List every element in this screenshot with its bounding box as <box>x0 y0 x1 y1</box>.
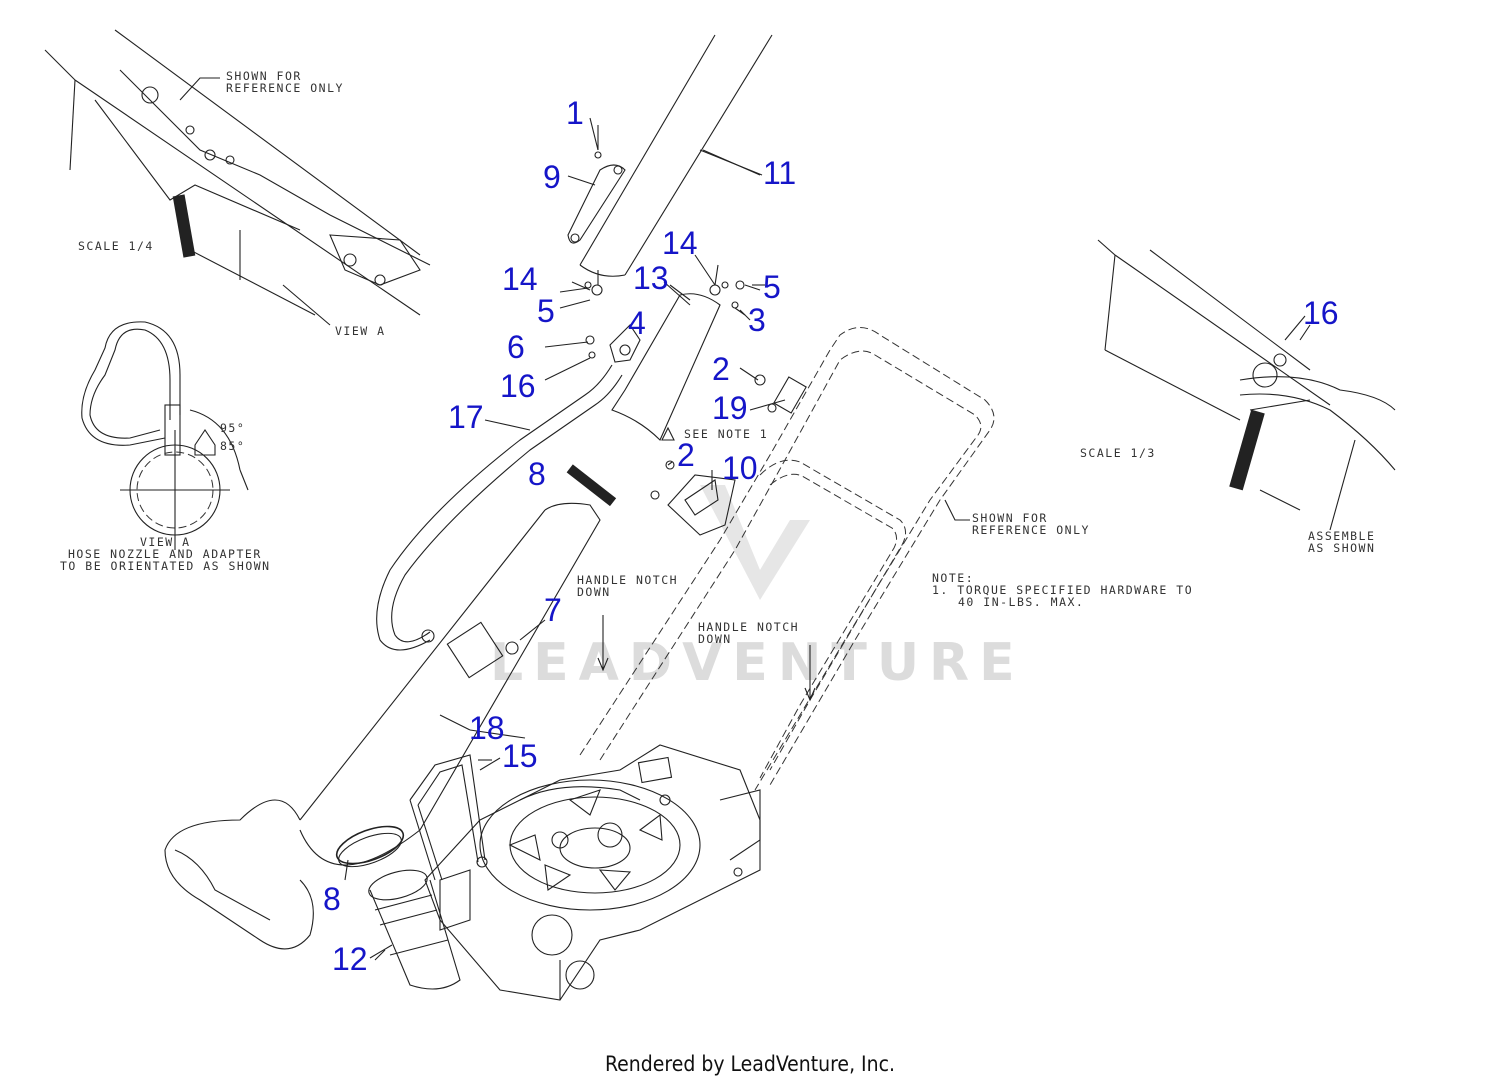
note-angle-85: 85° <box>220 439 245 453</box>
part-17-hose <box>376 364 623 651</box>
callout-2-top: 2 <box>712 351 730 387</box>
callout-5-right: 5 <box>763 269 781 305</box>
callout-18: 18 <box>469 710 505 746</box>
part-18-lower-tube <box>164 502 601 950</box>
blower-housing <box>424 744 761 1001</box>
callout-19: 19 <box>712 390 748 426</box>
note-assemble: ASSEMBLE <box>1308 529 1375 543</box>
callout-12: 12 <box>332 941 368 977</box>
note-torque-value: 40 IN-LBS. MAX. <box>958 595 1084 609</box>
note-down-1: DOWN <box>577 585 611 599</box>
note-title: NOTE: <box>932 571 974 585</box>
callout-2-bottom: 2 <box>677 437 695 473</box>
handle-notch-note-1: HANDLE NOTCH DOWN <box>577 573 678 672</box>
note-scale-third: SCALE 1/3 <box>1080 446 1156 460</box>
note-reference-only-2: REFERENCE ONLY <box>972 523 1090 537</box>
note-reference-only-1: REFERENCE ONLY <box>226 81 344 95</box>
torque-note: NOTE: 1. TORQUE SPECIFIED HARDWARE TO 40… <box>932 571 1193 609</box>
note-handle-notch-1: HANDLE NOTCH <box>577 573 678 587</box>
callout-8-lower: 8 <box>323 881 341 917</box>
note-see-note: SEE NOTE 1 <box>684 427 768 441</box>
callout-13: 13 <box>633 260 669 296</box>
shown-for-reference-2: SHOWN FOR REFERENCE ONLY <box>944 499 1090 537</box>
detail-scale-quarter: SHOWN FOR REFERENCE ONLY SCALE 1/4 VIEW … <box>44 29 431 338</box>
part-10-bracket <box>650 460 736 536</box>
note-shown-for-2: SHOWN FOR <box>972 511 1048 525</box>
part-8-lower-clamp <box>335 825 405 868</box>
part-8-upper-clamp <box>566 464 617 507</box>
part-15-rod <box>409 754 492 881</box>
callout-1: 1 <box>566 95 584 131</box>
callout-14-left: 14 <box>502 261 538 297</box>
detail-scale-third: SCALE 1/3 ASSEMBLE AS SHOWN <box>1080 239 1396 555</box>
part-13-cover <box>611 284 721 441</box>
note-as-shown: AS SHOWN <box>1308 541 1375 555</box>
note-down-2: DOWN <box>698 632 732 646</box>
callout-17: 17 <box>448 399 484 435</box>
note-angle-95: 95° <box>220 421 245 435</box>
callout-8-upper: 8 <box>528 456 546 492</box>
handle-assembly <box>579 327 995 791</box>
callout-3: 3 <box>748 302 766 338</box>
callout-4: 4 <box>628 305 646 341</box>
callout-6: 6 <box>507 329 525 365</box>
note-torque: 1. TORQUE SPECIFIED HARDWARE TO <box>932 583 1193 597</box>
callout-14-right: 14 <box>662 225 698 261</box>
callout-10: 10 <box>722 450 758 486</box>
leader-lines <box>344 117 1306 959</box>
callout-5-left: 5 <box>537 293 555 329</box>
callout-16-right: 16 <box>1303 295 1339 331</box>
callout-15: 15 <box>502 738 538 774</box>
callout-11: 11 <box>763 155 796 191</box>
part-4-bracket <box>585 324 641 363</box>
watermark-text: LEADVENTURE <box>490 633 1025 693</box>
callout-labels: 1 9 11 14 5 13 14 5 3 4 6 16 17 2 19 2 1… <box>323 95 1339 977</box>
handle-notch-note-2: HANDLE NOTCH DOWN <box>698 620 816 702</box>
note-scale-quarter: SCALE 1/4 <box>78 239 154 253</box>
note-view-a: VIEW A <box>335 324 386 338</box>
note-handle-notch-2: HANDLE NOTCH <box>698 620 799 634</box>
footer-credit: Rendered by LeadVenture, Inc. <box>605 1052 895 1076</box>
callout-9: 9 <box>543 159 561 195</box>
note-shown-for-1: SHOWN FOR <box>226 69 302 83</box>
note-view-a-caption: VIEW A <box>140 535 191 549</box>
callout-7: 7 <box>544 592 562 628</box>
note-hose-nozzle: HOSE NOZZLE AND ADAPTER <box>68 547 262 561</box>
callout-16-left: 16 <box>500 368 536 404</box>
note-orientated: TO BE ORIENTATED AS SHOWN <box>60 559 271 573</box>
view-a-detail: 95° 85° VIEW A HOSE NOZZLE AND ADAPTER T… <box>60 321 271 573</box>
